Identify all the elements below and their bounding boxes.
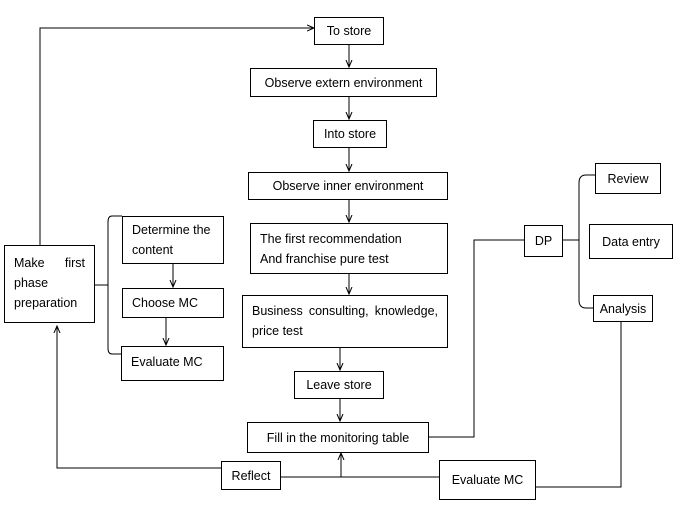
- review-label: Review: [607, 171, 649, 186]
- fill-table-label: Fill in the monitoring table: [266, 430, 410, 445]
- line-analysis-to-evaluate: [536, 321, 622, 488]
- reflect-box: Reflect: [221, 461, 281, 490]
- review-box: Review: [595, 163, 661, 194]
- choose-mc-box: Choose MC: [122, 288, 224, 318]
- make-first-phase-box: Make first phase preparation: [4, 245, 95, 323]
- observe-inner-label: Observe inner environment: [272, 179, 424, 193]
- reflect-label: Reflect: [231, 468, 271, 483]
- evaluate-mc-left-label: Evaluate MC: [131, 355, 203, 369]
- first-recommendation-line-1: The first recommendation: [260, 232, 402, 246]
- dp-label: DP: [534, 234, 553, 248]
- analysis-box: Analysis: [593, 295, 653, 322]
- business-consulting-line-1: Business consulting, knowledge,: [252, 304, 438, 318]
- left-brace: [107, 215, 122, 355]
- dp-box: DP: [524, 225, 563, 257]
- business-consulting-line-2: price test: [252, 324, 303, 338]
- leave-store-box: Leave store: [294, 371, 384, 399]
- fill-table-box: Fill in the monitoring table: [247, 422, 429, 453]
- evaluate-mc-left-box: Evaluate MC: [121, 346, 224, 381]
- leave-store-label: Leave store: [306, 378, 372, 392]
- into-store-label: Into store: [323, 127, 377, 141]
- data-entry-box: Data entry: [589, 224, 673, 259]
- line-fill-table-to-dp: [429, 239, 524, 438]
- first-recommendation-box: The first recommendation And franchise p…: [250, 223, 448, 274]
- to-store-label: To store: [326, 24, 372, 38]
- right-brace: [578, 174, 595, 309]
- make-first-phase-line-2: phase: [14, 276, 49, 290]
- make-first-phase-line-3: preparation: [14, 296, 78, 310]
- line-reflect-to-make-first-phase: [57, 326, 221, 469]
- choose-mc-label: Choose MC: [132, 296, 198, 310]
- data-entry-label: Data entry: [602, 234, 660, 249]
- observe-inner-box: Observe inner environment: [248, 172, 448, 200]
- business-consulting-box: Business consulting, knowledge, price te…: [242, 295, 448, 348]
- observe-extern-label: Observe extern environment: [264, 75, 423, 90]
- make-first-phase-line-1: Make first: [14, 256, 85, 270]
- determine-content-line-2: content: [132, 243, 174, 257]
- evaluate-mc-bottom-box: Evaluate MC: [439, 460, 536, 500]
- analysis-label: Analysis: [599, 301, 647, 316]
- determine-content-line-1: Determine the: [132, 223, 211, 237]
- to-store-box: To store: [314, 17, 384, 45]
- determine-content-box: Determine the content: [122, 216, 224, 264]
- first-recommendation-line-2: And franchise pure test: [260, 252, 389, 266]
- into-store-box: Into store: [313, 120, 387, 148]
- evaluate-mc-bottom-label: Evaluate MC: [451, 473, 524, 487]
- line-make-first-phase-to-store: [39, 28, 314, 245]
- observe-extern-box: Observe extern environment: [250, 68, 437, 97]
